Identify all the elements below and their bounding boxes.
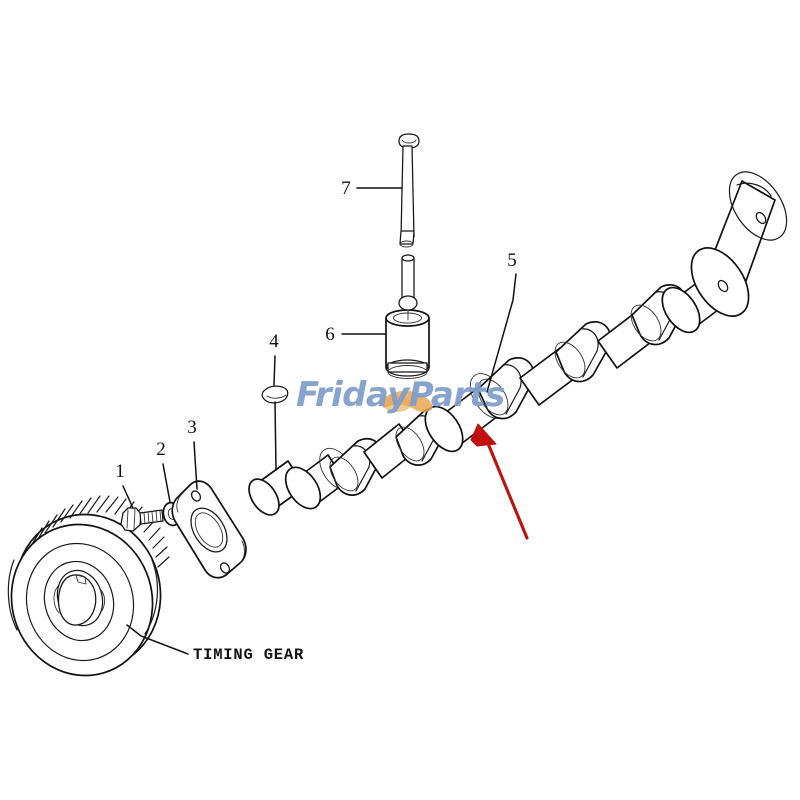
callout-leaders — [122, 187, 517, 509]
thrust-plate-part — [171, 480, 247, 579]
cam-lobe-3 — [477, 357, 535, 420]
camshaft-drive-flange — [690, 171, 788, 317]
gear-teeth — [30, 495, 170, 568]
valve-lifter-part — [385, 254, 430, 379]
callout-number-6: 6 — [325, 324, 335, 345]
callout-number-7: 7 — [341, 178, 351, 199]
woodruff-key-part — [261, 385, 289, 404]
highlight-arrow — [470, 423, 529, 540]
bolt-part — [120, 507, 164, 532]
callout-number-2: 2 — [156, 439, 166, 460]
timing-gear-part — [7, 495, 170, 677]
cam-lobe-4 — [554, 321, 612, 383]
callout-numbers: 1 2 3 4 5 6 7 — [115, 178, 517, 482]
callout-number-1: 1 — [115, 461, 125, 482]
push-rod-part — [398, 133, 420, 248]
callout-number-5: 5 — [507, 250, 517, 271]
caption-timing-gear: TIMING GEAR — [193, 646, 304, 664]
camshaft-part — [248, 171, 788, 516]
timing-gear-caption-group: TIMING GEAR — [126, 624, 304, 664]
callout-number-4: 4 — [269, 331, 279, 352]
callout-number-3: 3 — [187, 417, 197, 438]
